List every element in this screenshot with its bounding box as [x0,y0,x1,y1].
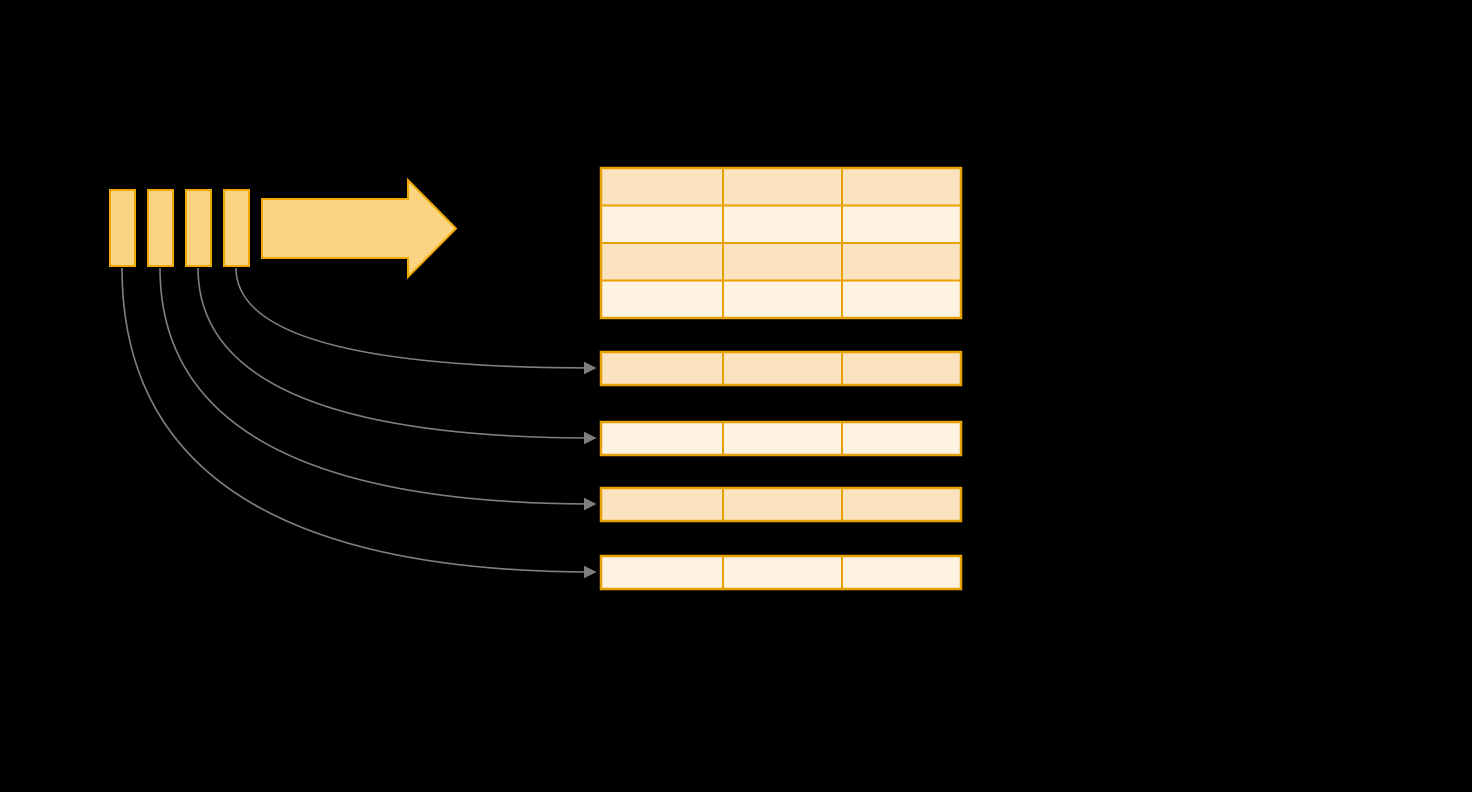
row-table-4-cell-2 [722,555,843,590]
row-table-1-cell-2 [722,351,843,386]
row-table-1-cell-3 [841,351,962,386]
row-table-4-cell-1 [600,555,724,590]
table-cell-r2-c1 [600,204,724,244]
table-cell-r4-c2 [722,279,843,319]
row-table-1-cell-1 [600,351,724,386]
stream-record-bar-1 [109,189,136,267]
connector-arrow-1 [235,267,597,375]
stream-record-bar-4 [223,189,250,267]
stream-record-bar-3 [185,189,212,267]
table-cell-r1-c1 [600,167,724,207]
stream-block-arrow [261,177,458,280]
row-table-4-outline [599,554,963,591]
row-table-1-outline [599,350,963,387]
table-cell-r4-c3 [841,279,962,319]
table-cell-r3-c2 [722,242,843,282]
row-table-2-cell-2 [722,421,843,456]
table-cell-r3-c3 [841,242,962,282]
appended-row-table-3 [599,486,963,523]
records-table [599,166,963,320]
connector-arrow-4 [121,267,597,579]
connector-arrow-3 [159,267,597,511]
table-cell-r2-c3 [841,204,962,244]
stream-record-bar-2 [147,189,174,267]
records-table-outline [599,166,963,320]
row-table-2-outline [599,420,963,457]
row-table-3-cell-3 [841,487,962,522]
row-table-3-cell-2 [722,487,843,522]
table-cell-r1-c3 [841,167,962,207]
table-cell-r3-c1 [600,242,724,282]
table-cell-r2-c2 [722,204,843,244]
row-table-4-cell-3 [841,555,962,590]
table-cell-r4-c1 [600,279,724,319]
row-table-3-outline [599,486,963,523]
row-table-3-cell-1 [600,487,724,522]
table-cell-r1-c2 [722,167,843,207]
appended-row-table-4 [599,554,963,591]
appended-row-table-1 [599,350,963,387]
row-table-2-cell-3 [841,421,962,456]
connector-arrow-2 [197,267,597,445]
row-table-2-cell-1 [600,421,724,456]
appended-row-table-2 [599,420,963,457]
